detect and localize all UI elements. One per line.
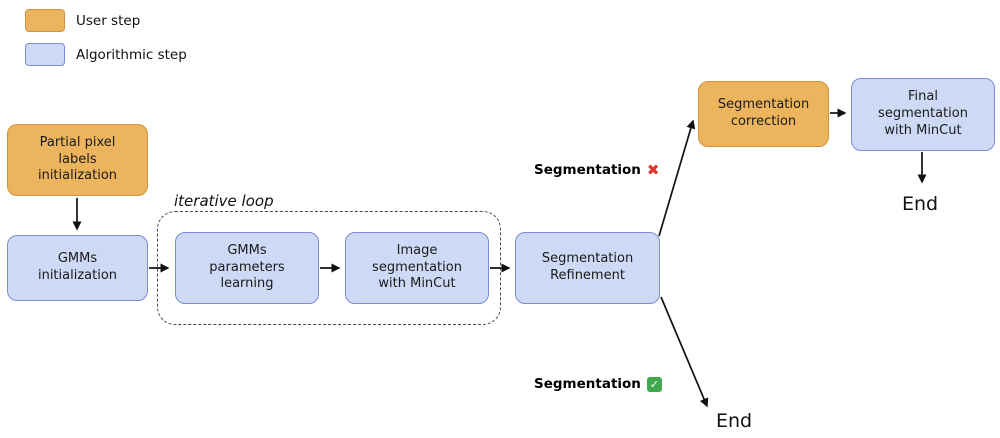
node-image-segmentation-with-mincut: Image segmentation with MinCut [345,232,489,304]
red-cross-icon: ✖ [646,160,660,179]
legend-user-swatch [25,9,65,32]
node-partial-pixel-labels-initialization: Partial pixel labels initialization [7,124,148,196]
end-label-top: End [902,193,939,215]
node-label: GMMs initialization [37,251,118,283]
branch-fail-text: Segmentation [534,162,641,178]
branch-segmentation-accepted: Segmentation ✓ [534,376,662,392]
node-final-segmentation-with-mincut: Final segmentation with MinCut [851,78,995,151]
node-segmentation-correction: Segmentation correction [698,81,829,147]
node-gmms-initialization: GMMs initialization [7,235,148,301]
node-label: Partial pixel labels initialization [37,134,118,184]
branch-success-text: Segmentation [534,376,641,392]
legend-user-label: User step [76,13,141,29]
legend-algorithmic-label: Algorithmic step [76,47,187,63]
node-label: Final segmentation with MinCut [878,89,968,138]
node-segmentation-refinement: Segmentation Refinement [515,232,660,304]
node-label: GMMs parameters learning [209,242,285,292]
branch-segmentation-rejected: Segmentation ✖ [534,162,659,178]
end-label-bottom: End [716,410,753,432]
iterative-loop-label: iterative loop [174,192,274,210]
green-check-icon: ✓ [646,376,662,392]
arrow-refinement-to-correction [658,119,696,237]
arrow-refinement-to-end [660,296,709,408]
node-label: Image segmentation with MinCut [372,242,462,292]
node-label: Segmentation correction [717,97,810,129]
node-gmms-parameters-learning: GMMs parameters learning [175,232,319,304]
node-label: Segmentation Refinement [541,251,634,283]
legend-algorithmic-swatch [25,43,65,66]
